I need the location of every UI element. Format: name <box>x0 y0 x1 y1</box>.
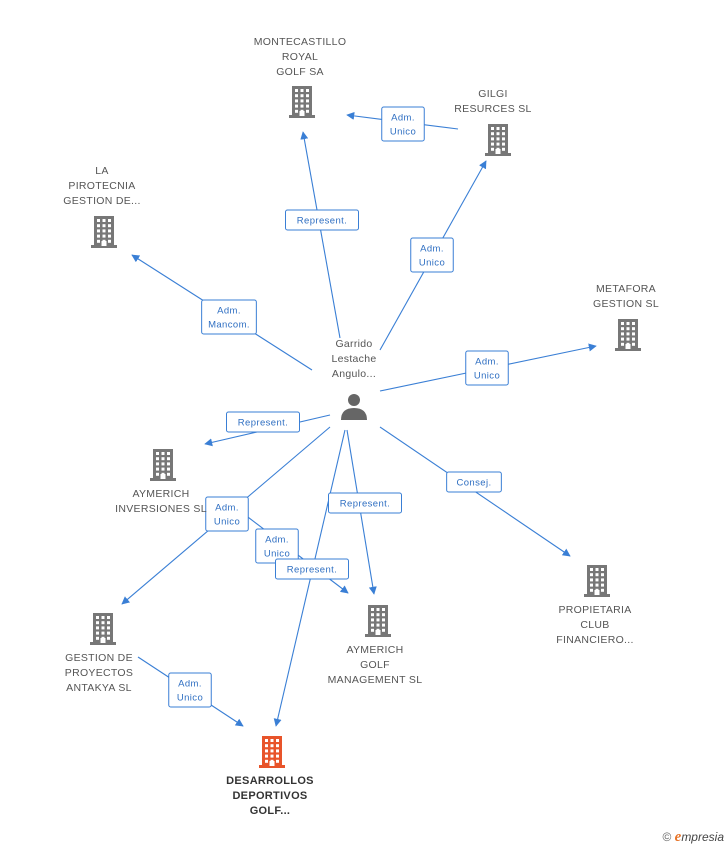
company-name-label: DESARROLLOS <box>226 775 314 787</box>
company-node-metafora[interactable]: METAFORA GESTION SL <box>593 283 659 351</box>
company-node-gilgi[interactable]: GILGI RESURCES SL <box>454 88 531 156</box>
company-name-label: AYMERICH <box>346 644 403 656</box>
relation-label[interactable]: Consej. <box>446 471 502 493</box>
company-name-label: PIROTECNIA <box>68 180 135 192</box>
relation-label-box <box>226 411 300 433</box>
relation-label-text: Represent. <box>238 418 288 429</box>
relation-label-box <box>381 106 425 142</box>
building-icon <box>584 565 610 597</box>
company-name-label: AYMERICH <box>132 488 189 500</box>
building-icon <box>289 86 315 118</box>
company-node-aymerich-inv[interactable]: AYMERICH INVERSIONES SL <box>115 449 207 515</box>
person-node[interactable]: GarridoLestacheAngulo... <box>331 338 376 420</box>
relation-label[interactable]: Represent. <box>275 558 349 580</box>
building-icon <box>259 736 285 768</box>
relation-label-text: Represent. <box>297 216 347 227</box>
relation-label-text: Unico <box>177 693 203 704</box>
company-node-propietaria[interactable]: PROPIETARIA CLUB FINANCIERO... <box>556 565 633 646</box>
relation-label[interactable]: Represent. <box>285 209 359 231</box>
company-name-label: MONTECASTILLO <box>254 36 347 48</box>
company-name-label: GESTION DE... <box>63 195 140 207</box>
company-node-gestion-antakya[interactable]: GESTION DE PROYECTOS ANTAKYA SL <box>65 613 133 694</box>
relation-label-box <box>201 299 257 335</box>
relation-label-text: Represent. <box>287 565 337 576</box>
relation-label-text: Adm. <box>215 503 239 514</box>
company-name-label: PROYECTOS <box>65 667 133 679</box>
relation-label[interactable]: Adm. Unico <box>205 496 249 532</box>
company-name-label: ROYAL <box>282 51 318 63</box>
relation-label-text: Mancom. <box>208 320 250 331</box>
relation-label-text: Adm. <box>420 244 444 255</box>
relation-label[interactable]: Represent. <box>328 492 402 514</box>
footer-brand: © empresia <box>662 829 724 846</box>
relation-label-text: Unico <box>419 258 445 269</box>
relation-labels-layer: Represent.Adm.UnicoAdm.UnicoAdm.Mancom.A… <box>168 106 509 708</box>
relation-label-text: Consej. <box>456 478 491 489</box>
relation-label[interactable]: Represent. <box>226 411 300 433</box>
relation-label-box <box>328 492 402 514</box>
building-icon <box>365 605 391 637</box>
relation-label-text: Represent. <box>340 499 390 510</box>
company-name-label: FINANCIERO... <box>556 634 633 646</box>
company-name-label: INVERSIONES SL <box>115 503 207 515</box>
person-name-label: Angulo... <box>332 368 376 380</box>
relation-label-text: Unico <box>474 371 500 382</box>
brand-initial: e <box>674 829 682 845</box>
building-icon <box>615 319 641 351</box>
relation-label-text: Adm. <box>217 306 241 317</box>
relation-label-text: Unico <box>264 549 290 560</box>
edge-center-to-montecastillo <box>300 131 341 339</box>
company-name-label: GOLF... <box>250 805 291 817</box>
building-icon <box>90 613 116 645</box>
relation-label-box <box>446 471 502 493</box>
copyright-symbol: © <box>662 830 672 844</box>
company-name-label: GOLF SA <box>276 66 324 78</box>
relation-label-text: Adm. <box>178 679 202 690</box>
company-name-label: GESTION DE <box>65 652 133 664</box>
relation-label[interactable]: Adm. Unico <box>255 528 299 564</box>
company-name-label: GOLF <box>360 659 390 671</box>
relation-label-text: Unico <box>214 517 240 528</box>
building-icon <box>91 216 117 248</box>
company-name-label: MANAGEMENT SL <box>328 674 423 686</box>
company-node-pirotecnia[interactable]: LA PIROTECNIA GESTION DE... <box>63 165 140 248</box>
relation-label-box <box>465 350 509 386</box>
relation-label-box <box>285 209 359 231</box>
relation-label-text: Adm. <box>391 113 415 124</box>
company-node-montecastillo[interactable]: MONTECASTILLO ROYAL GOLF SA <box>254 36 347 118</box>
edges-layer <box>121 111 597 727</box>
company-name-label: PROPIETARIA <box>558 604 631 616</box>
company-name-label: LA <box>95 165 108 177</box>
relation-label[interactable]: Adm. Mancom. <box>201 299 257 335</box>
company-name-label: GESTION SL <box>593 298 659 310</box>
company-name-label: METAFORA <box>596 283 656 295</box>
company-name-label: DEPORTIVOS <box>232 790 307 802</box>
relation-label[interactable]: Adm. Unico <box>465 350 509 386</box>
building-icon <box>150 449 176 481</box>
relation-label-text: Adm. <box>475 357 499 368</box>
company-name-label: CLUB <box>580 619 609 631</box>
relation-label-box <box>410 237 454 273</box>
relation-label[interactable]: Adm. Unico <box>410 237 454 273</box>
relation-label-box <box>168 672 212 708</box>
company-name-label: RESURCES SL <box>454 103 531 115</box>
brand-name: mpresia <box>681 830 724 844</box>
person-name-label: Garrido <box>335 338 372 350</box>
company-node-aymerich-golf[interactable]: AYMERICH GOLF MANAGEMENT SL <box>328 605 423 686</box>
relation-label-text: Unico <box>390 127 416 138</box>
relation-label[interactable]: Adm. Unico <box>381 106 425 142</box>
person-name-label: Lestache <box>331 353 376 365</box>
company-name-label: ANTAKYA SL <box>66 682 132 694</box>
relation-label[interactable]: Adm. Unico <box>168 672 212 708</box>
relation-label-box <box>275 558 349 580</box>
relation-label-box <box>205 496 249 532</box>
building-icon <box>485 124 511 156</box>
company-name-label: GILGI <box>478 88 508 100</box>
company-node-desarrollos[interactable]: DESARROLLOS DEPORTIVOS GOLF... <box>226 736 314 817</box>
relation-label-text: Adm. <box>265 535 289 546</box>
person-icon <box>341 394 367 420</box>
